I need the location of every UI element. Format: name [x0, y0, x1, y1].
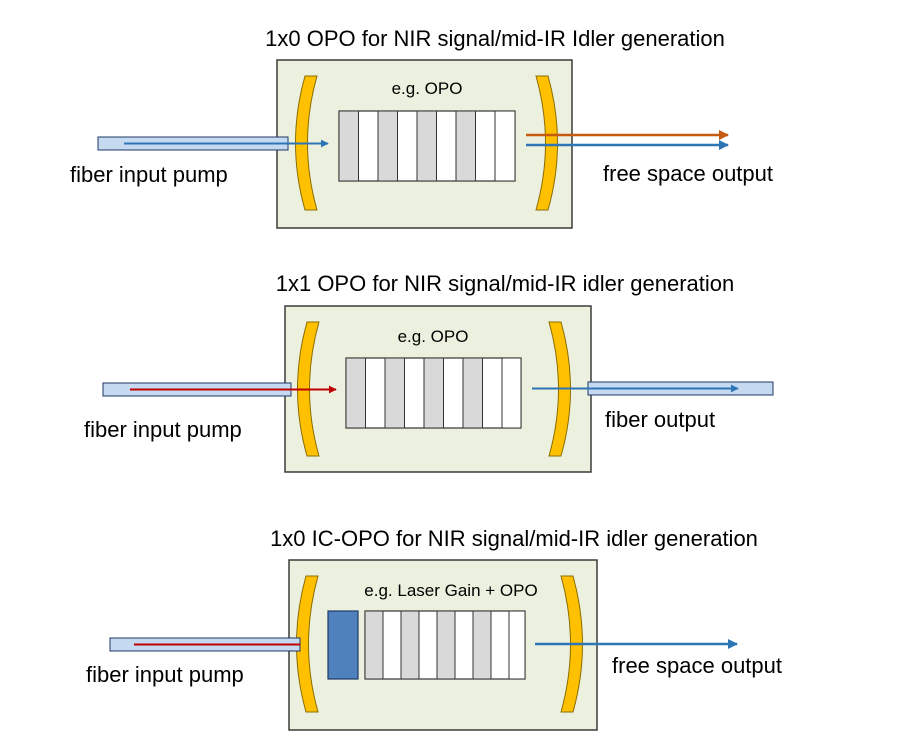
panel-3-crystal-label: e.g. Laser Gain + OPO: [364, 581, 537, 600]
panel-1-crystal: [338, 110, 516, 182]
panel-3: 1x0 IC-OPO for NIR signal/mid-IR idler g…: [86, 526, 782, 731]
panel-3-input-mirror: [296, 575, 319, 713]
panel-3-output-label: free space output: [612, 653, 782, 678]
panel-1-input-label: fiber input pump: [70, 162, 228, 187]
panel-3-laser-gain-block: [327, 610, 359, 680]
panel-1-output-label: free space output: [603, 161, 773, 186]
panel-3-crystal: [364, 610, 526, 680]
panel-2: 1x1 OPO for NIR signal/mid-IR idler gene…: [84, 271, 774, 473]
panel-2-crystal: [345, 357, 522, 429]
panel-2-title: 1x1 OPO for NIR signal/mid-IR idler gene…: [276, 271, 735, 296]
panel-2-crystal-label: e.g. OPO: [398, 327, 469, 346]
panel-2-output-label: fiber output: [605, 407, 715, 432]
panel-1-crystal-label: e.g. OPO: [392, 79, 463, 98]
panel-1: 1x0 OPO for NIR signal/mid-IR Idler gene…: [70, 26, 773, 229]
panel-3-title: 1x0 IC-OPO for NIR signal/mid-IR idler g…: [270, 526, 758, 551]
panel-2-input-label: fiber input pump: [84, 417, 242, 442]
panel-1-title: 1x0 OPO for NIR signal/mid-IR Idler gene…: [265, 26, 725, 51]
panel-3-input-label: fiber input pump: [86, 662, 244, 687]
panel-1-output-mirror: [535, 75, 558, 211]
